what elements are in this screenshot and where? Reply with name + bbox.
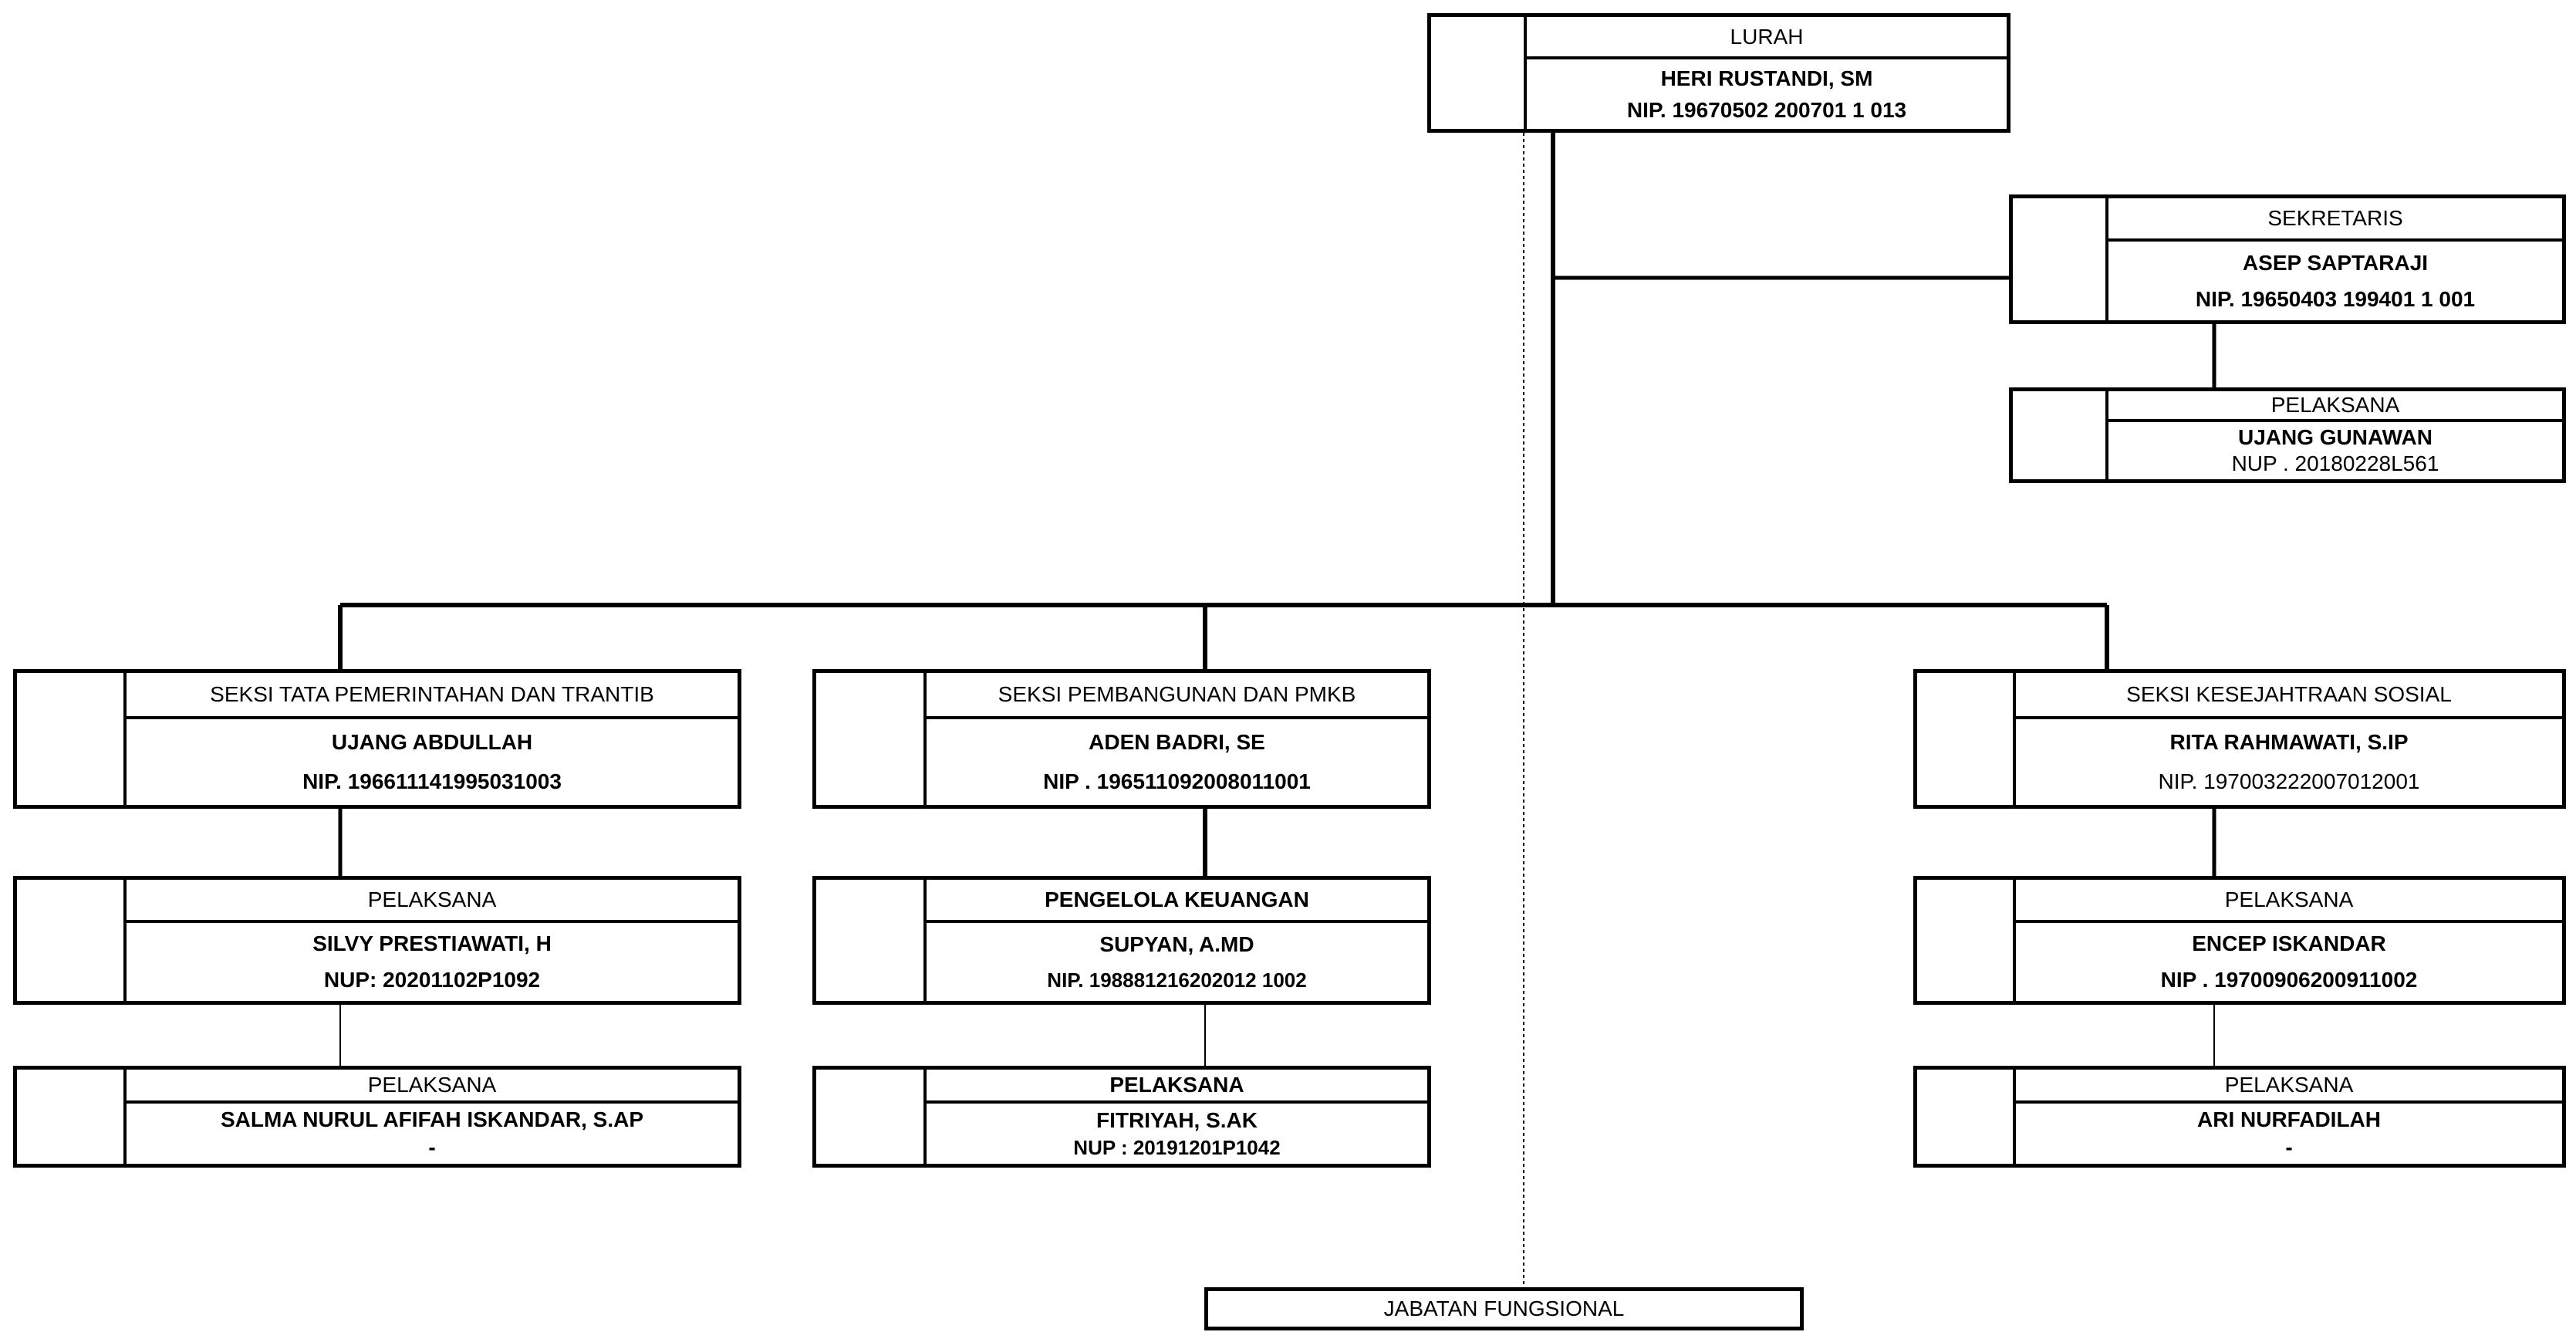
- seksi-kesos-staff1-nip: NIP . 19700906200911002: [2160, 967, 2418, 992]
- seksi-kesos-name: RITA RAHMAWATI, S.IP: [2169, 729, 2409, 754]
- lurah-title: LURAH: [1527, 17, 2007, 59]
- seksi-pembangunan-staff2-title: PELAKSANA: [927, 1070, 1427, 1104]
- seksi-kesos-staff2-box: PELAKSANA ARI NURFADILAH -: [1913, 1066, 2566, 1168]
- sekretaris-name: ASEP SAPTARAJI: [2242, 250, 2429, 275]
- seksi-pembangunan-staff2-nup: NUP : 20191201P1042: [1073, 1135, 1281, 1159]
- seksi-tata-staff2-id: -: [428, 1135, 436, 1159]
- seksi-kesos-staff1-photo-slot: [1917, 880, 2016, 1001]
- sekretaris-staff-title: PELAKSANA: [2108, 391, 2562, 422]
- seksi-pembangunan-staff2-box: PELAKSANA FITRIYAH, S.AK NUP : 20191201P…: [812, 1066, 1431, 1168]
- seksi-tata-name: UJANG ABDULLAH: [331, 729, 533, 754]
- seksi-pembangunan-box: SEKSI PEMBANGUNAN DAN PMKB ADEN BADRI, S…: [812, 669, 1431, 809]
- seksi-kesos-staff2-photo-slot: [1917, 1070, 2016, 1164]
- seksi-pembangunan-staff1-name: SUPYAN, A.MD: [1099, 931, 1254, 956]
- seksi-pembangunan-photo-slot: [816, 673, 927, 805]
- sekretaris-staff-photo-slot: [2013, 391, 2108, 479]
- seksi-pembangunan-nip: NIP . 196511092008011001: [1043, 769, 1311, 794]
- seksi-tata-staff2-photo-slot: [17, 1070, 127, 1164]
- seksi-kesos-staff1-name: ENCEP ISKANDAR: [2192, 931, 2386, 956]
- sekretaris-staff-nup: NUP . 20180228L561: [2231, 451, 2439, 475]
- seksi-pembangunan-staff1-nip: NIP. 198881216202012 1002: [1047, 968, 1307, 992]
- seksi-tata-title: SEKSI TATA PEMERINTAHAN DAN TRANTIB: [127, 673, 738, 719]
- sekretaris-title: SEKRETARIS: [2108, 198, 2562, 242]
- seksi-tata-staff2-title: PELAKSANA: [127, 1070, 738, 1104]
- seksi-kesos-nip: NIP. 197003222007012001: [2158, 769, 2420, 794]
- seksi-tata-staff1-nup: NUP: 20201102P1092: [323, 967, 541, 992]
- sekretaris-nip: NIP. 19650403 199401 1 001: [2195, 286, 2476, 311]
- jabatan-fungsional-box: JABATAN FUNGSIONAL: [1204, 1287, 1804, 1330]
- seksi-pembangunan-title: SEKSI PEMBANGUNAN DAN PMKB: [927, 673, 1427, 719]
- seksi-kesos-staff2-id: -: [2285, 1135, 2293, 1159]
- seksi-pembangunan-staff1-title: PENGELOLA KEUANGAN: [927, 880, 1427, 923]
- sekretaris-box: SEKRETARIS ASEP SAPTARAJI NIP. 19650403 …: [2009, 194, 2566, 324]
- seksi-tata-nip: NIP. 196611141995031003: [302, 769, 562, 794]
- lurah-nip: NIP. 19670502 200701 1 013: [1626, 97, 1907, 122]
- seksi-tata-staff1-title: PELAKSANA: [127, 880, 738, 923]
- seksi-tata-box: SEKSI TATA PEMERINTAHAN DAN TRANTIB UJAN…: [13, 669, 741, 809]
- seksi-kesos-title: SEKSI KESEJAHTRAAN SOSIAL: [2016, 673, 2562, 719]
- seksi-tata-staff1-box: PELAKSANA SILVY PRESTIAWATI, H NUP: 2020…: [13, 876, 741, 1005]
- seksi-pembangunan-staff2-name: FITRIYAH, S.AK: [1096, 1107, 1258, 1132]
- lurah-name: HERI RUSTANDI, SM: [1660, 66, 1873, 90]
- seksi-tata-staff2-box: PELAKSANA SALMA NURUL AFIFAH ISKANDAR, S…: [13, 1066, 741, 1168]
- seksi-tata-staff1-name: SILVY PRESTIAWATI, H: [312, 931, 552, 956]
- seksi-pembangunan-staff2-photo-slot: [816, 1070, 927, 1164]
- seksi-kesos-staff1-box: PELAKSANA ENCEP ISKANDAR NIP . 197009062…: [1913, 876, 2566, 1005]
- seksi-kesos-staff2-name: ARI NURFADILAH: [2197, 1107, 2381, 1131]
- seksi-kesos-box: SEKSI KESEJAHTRAAN SOSIAL RITA RAHMAWATI…: [1913, 669, 2566, 809]
- seksi-tata-photo-slot: [17, 673, 127, 805]
- seksi-kesos-photo-slot: [1917, 673, 2016, 805]
- seksi-pembangunan-name: ADEN BADRI, SE: [1089, 729, 1265, 754]
- seksi-tata-staff2-name: SALMA NURUL AFIFAH ISKANDAR, S.AP: [220, 1107, 644, 1131]
- sekretaris-staff-box: PELAKSANA UJANG GUNAWAN NUP . 20180228L5…: [2009, 387, 2566, 483]
- seksi-pembangunan-staff1-box: PENGELOLA KEUANGAN SUPYAN, A.MD NIP. 198…: [812, 876, 1431, 1005]
- seksi-tata-staff1-photo-slot: [17, 880, 127, 1001]
- sekretaris-staff-name: UJANG GUNAWAN: [2237, 425, 2433, 449]
- lurah-box: LURAH HERI RUSTANDI, SM NIP. 19670502 20…: [1427, 13, 2010, 133]
- seksi-kesos-staff2-title: PELAKSANA: [2016, 1070, 2562, 1104]
- lurah-photo-slot: [1431, 17, 1527, 129]
- sekretaris-photo-slot: [2013, 198, 2108, 320]
- seksi-kesos-staff1-title: PELAKSANA: [2016, 880, 2562, 923]
- seksi-pembangunan-staff1-photo-slot: [816, 880, 927, 1001]
